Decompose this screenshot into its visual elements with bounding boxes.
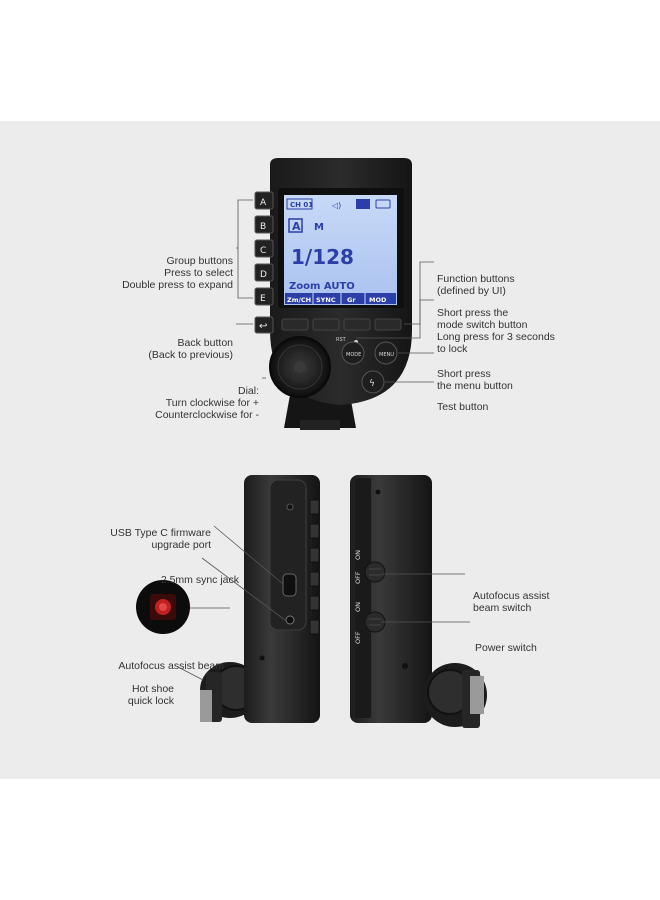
softkey-3: Gr	[347, 296, 356, 304]
test-button	[361, 370, 385, 394]
rst-label: RST	[336, 337, 347, 343]
back-button	[254, 316, 274, 334]
lcd-channel: CH 01	[290, 201, 313, 209]
group-btn-a: A	[260, 198, 267, 208]
softkey-4: MOD	[369, 296, 387, 304]
callout-back-button: Back button(Back to previous)	[148, 337, 233, 361]
lcd-zoom: Zoom AUTO	[289, 281, 355, 292]
sync-jack	[285, 615, 295, 625]
svg-text:ϟ: ϟ	[369, 379, 375, 389]
function-buttons	[281, 318, 402, 331]
svg-text:◁): ◁)	[331, 201, 341, 210]
group-btn-e: E	[260, 294, 266, 304]
mode-button	[341, 341, 365, 365]
power-on-label: ON	[354, 602, 362, 612]
callout-test-button: Test button	[437, 401, 489, 413]
af-on-label-2: ON	[354, 550, 362, 560]
callout-power-switch: Power switch	[475, 642, 537, 654]
usb-c-port	[282, 573, 297, 597]
softkey-1: Zm/CH	[287, 296, 311, 304]
group-button-column	[254, 191, 274, 334]
lcd-power: 1/128	[291, 245, 354, 269]
side-left-device	[200, 475, 320, 723]
lcd-mode: M	[314, 222, 324, 233]
group-btn-c: C	[260, 246, 266, 256]
callout-sync-jack: 2.5mm sync jack	[160, 574, 239, 586]
back-icon: ↩	[259, 321, 267, 332]
lcd-screen	[284, 195, 397, 305]
group-btn-d: D	[260, 270, 267, 280]
af-on-label: OFF	[354, 571, 362, 584]
af-switch	[364, 561, 386, 583]
side-right-device	[350, 475, 487, 728]
menu-button	[374, 341, 398, 365]
softkey-2: SYNC	[316, 296, 336, 304]
mode-label: MODE	[346, 352, 361, 358]
callout-dial: Dial:Turn clockwise for +Counterclockwis…	[155, 385, 259, 421]
power-off-label: OFF	[354, 631, 362, 644]
callout-function-buttons: Function buttons(defined by UI)	[437, 273, 515, 297]
lcd-group: A	[292, 220, 301, 233]
menu-label: MENU	[379, 352, 394, 358]
callout-af-beam: Autofocus assist beam	[118, 660, 224, 672]
group-btn-b: B	[260, 222, 266, 232]
